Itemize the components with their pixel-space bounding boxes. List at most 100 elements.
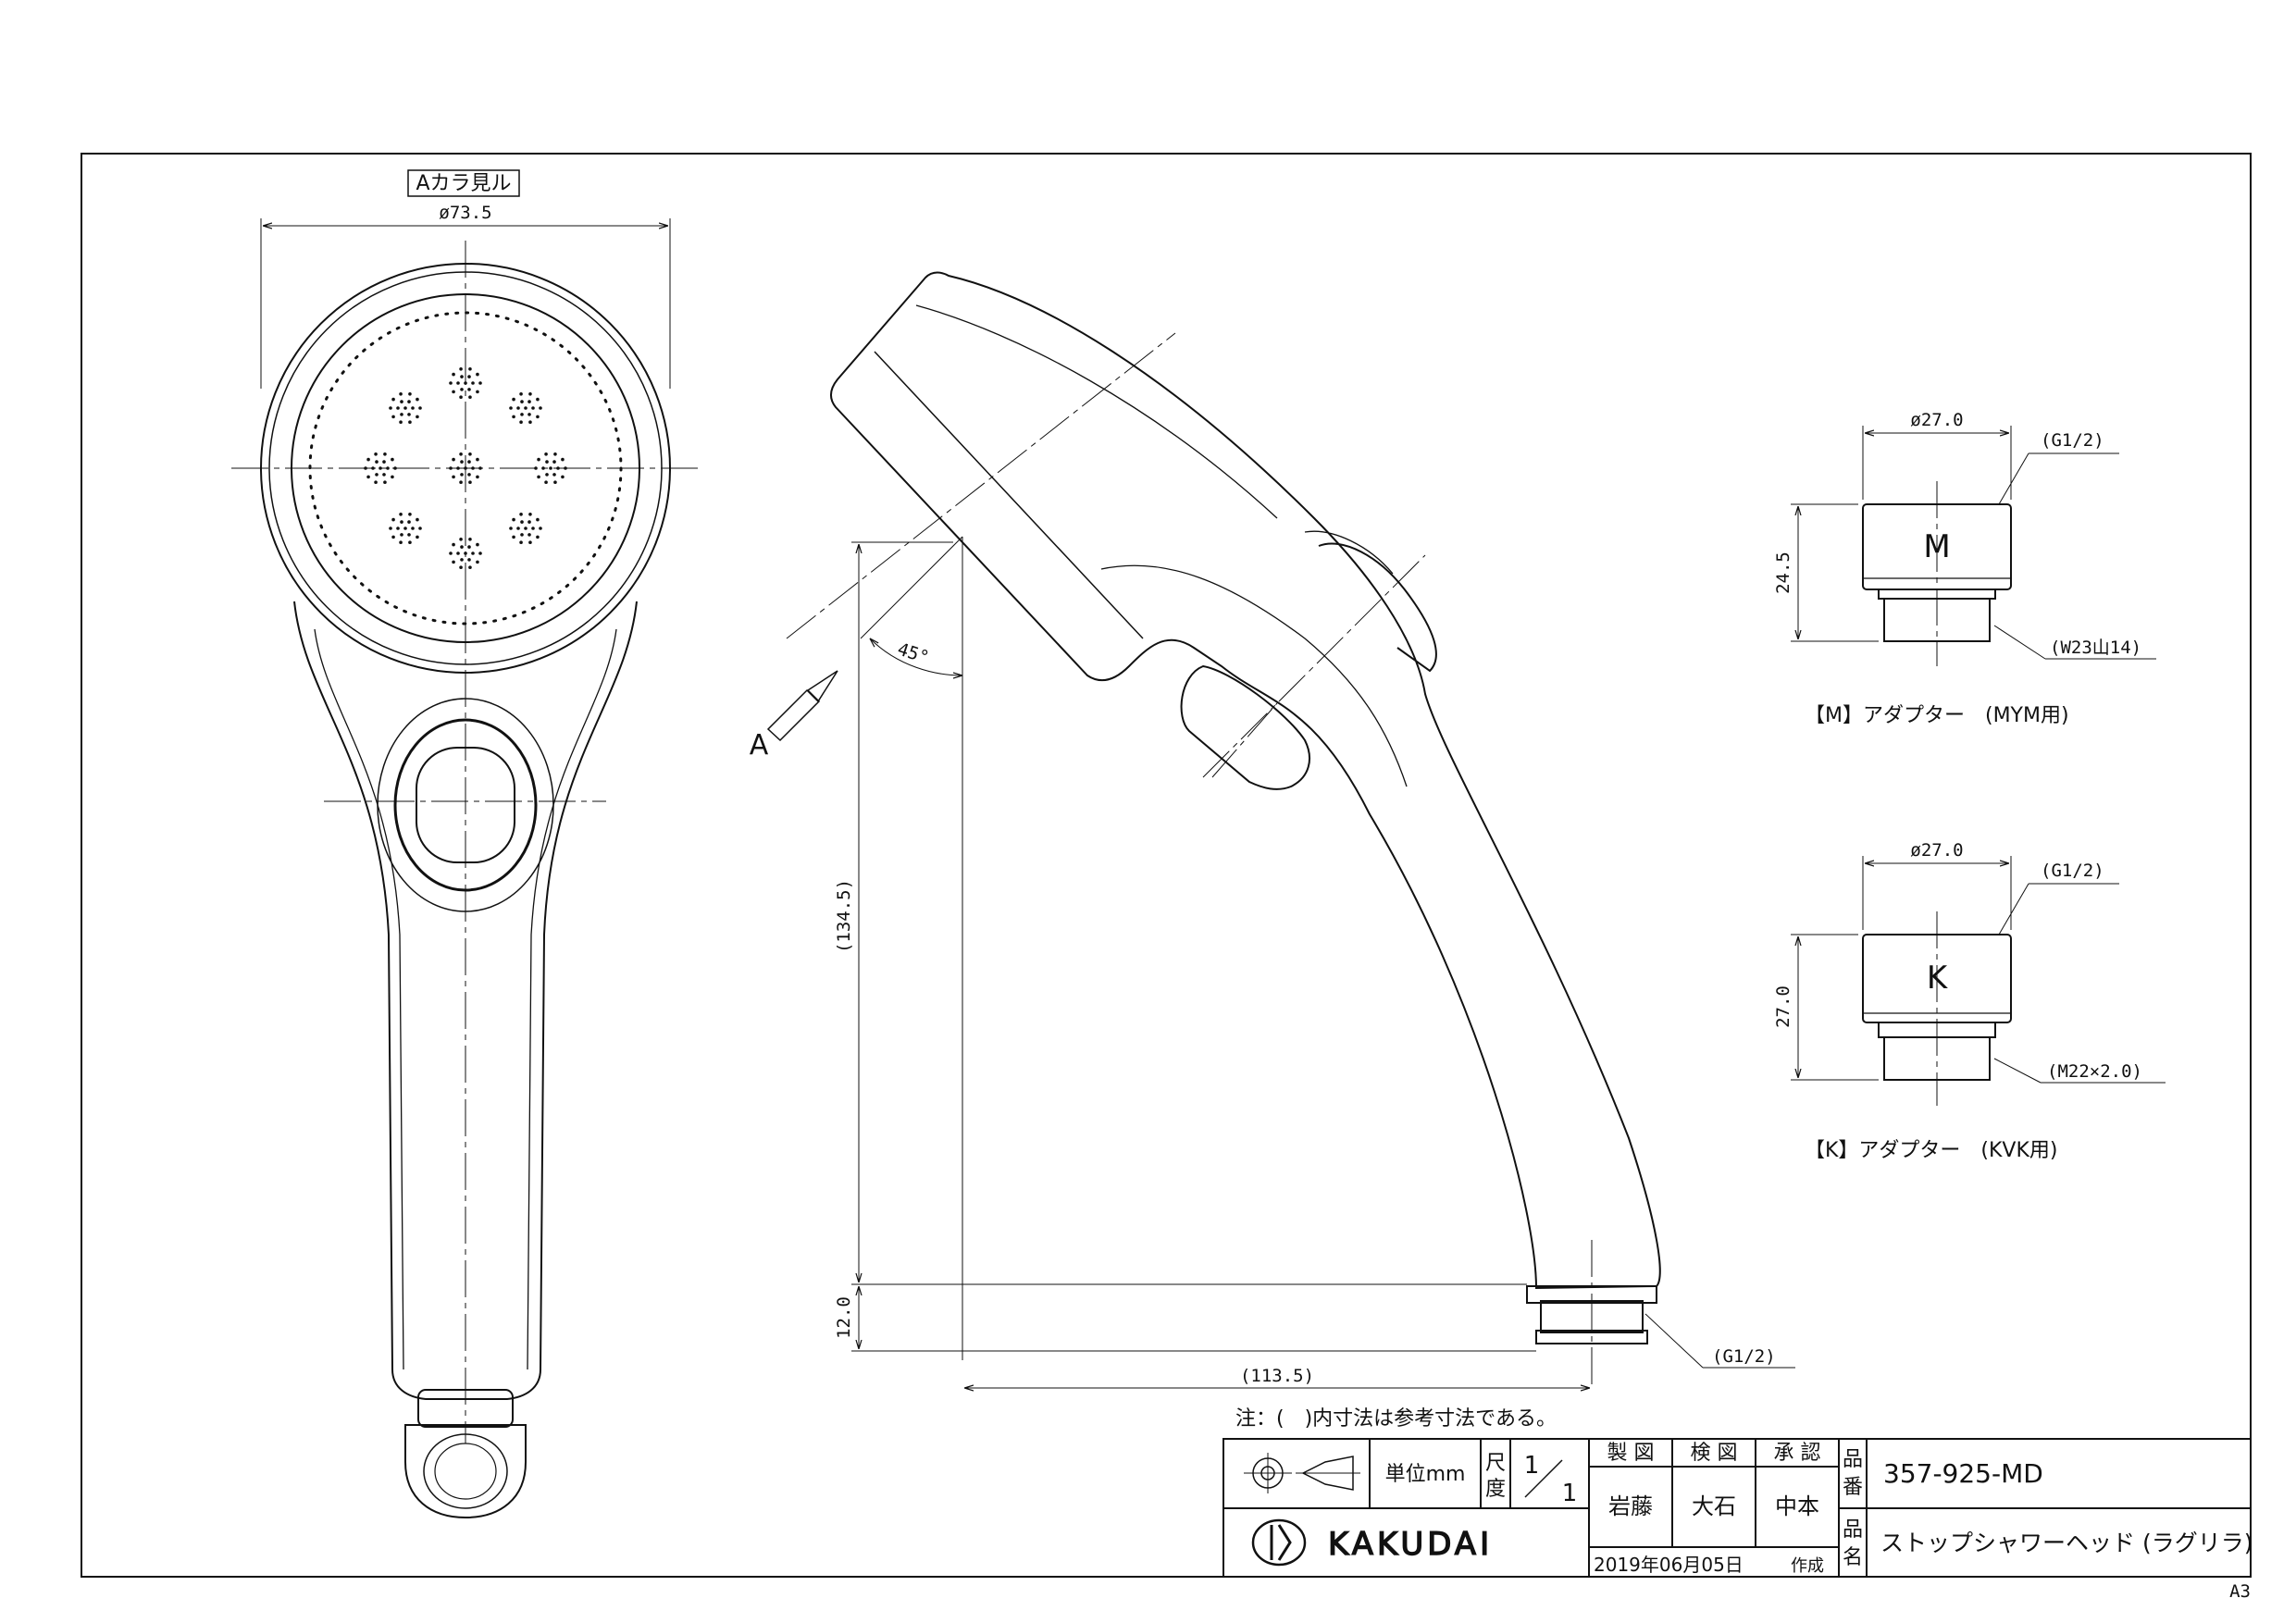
nozzle-dot <box>468 395 472 400</box>
title-block <box>1222 1438 2252 1578</box>
nozzle-dot <box>531 527 535 530</box>
nozzle-dot <box>544 480 548 485</box>
nozzle-dot <box>471 381 475 385</box>
nozzle-dot <box>411 406 415 410</box>
nozzle-dot <box>371 466 375 470</box>
nozzle-dot <box>528 540 532 545</box>
nozzle-dot <box>509 527 513 530</box>
scale-numerator: 1 <box>1524 1452 1540 1480</box>
nozzle-dot <box>411 527 415 530</box>
nozzle-dot <box>512 415 515 419</box>
approved-by: 中本 <box>1775 1493 1819 1519</box>
nozzle-dot <box>403 406 407 410</box>
nozzle-dot <box>403 527 407 530</box>
view-label-box <box>407 169 520 197</box>
nozzle-dot <box>391 457 394 462</box>
nozzle-dot <box>528 512 532 516</box>
part-number: 357-925-MD <box>1883 1458 2043 1489</box>
part-no-label-1: 品 <box>1843 1448 1863 1471</box>
nozzle-dot <box>459 366 463 371</box>
nozzle-dot <box>396 527 400 530</box>
nozzle-dot <box>468 565 472 570</box>
adapter-k-drawing <box>1791 856 2166 1106</box>
nozzle-dot <box>383 452 387 456</box>
nozzle-dot <box>534 466 538 470</box>
created-date: 2019年06月05日 <box>1594 1554 1744 1576</box>
nozzle-dot <box>407 533 411 537</box>
nozzle-dot <box>452 390 455 394</box>
handle-outline <box>293 601 638 1400</box>
nozzle-dot <box>382 473 386 477</box>
nozzle-dot <box>476 560 479 564</box>
nozzle-dot <box>471 551 475 555</box>
nozzle-dot <box>452 542 455 547</box>
sheet-size: A3 <box>2229 1581 2251 1602</box>
nozzle-dot <box>400 400 403 403</box>
checked-by: 大石 <box>1692 1493 1736 1519</box>
side-rear-knob <box>1180 664 1310 790</box>
dim-tilt-angle: 45° <box>895 639 931 669</box>
nozzle-dot <box>468 452 472 456</box>
nozzle-dot <box>536 397 540 402</box>
nozzle-dot <box>527 413 531 416</box>
nozzle-dot <box>549 466 552 470</box>
dim-overall-height: (134.5) <box>834 879 854 953</box>
scale-label-1: 尺 <box>1485 1452 1506 1475</box>
nozzle-dot <box>456 466 460 470</box>
company-name: KAKUDAI <box>1328 1526 1493 1563</box>
nozzle-dot <box>528 391 532 396</box>
nozzle-dot <box>374 480 378 485</box>
nozzle-dot <box>449 381 453 385</box>
nozzle-dot <box>520 413 524 416</box>
text-layer: Aカラ見ル ø73.5 45° A (134.5) 12.0 (113.5) (… <box>416 172 2253 1602</box>
adapter-m-caption: 【M】アダプター (MYM用) <box>1805 704 2069 727</box>
nozzle-dot <box>478 466 482 470</box>
nozzle-dot <box>536 517 540 522</box>
nozzle-dot <box>391 397 395 402</box>
nozzle-dot <box>407 413 411 416</box>
nozzle-dot <box>391 475 394 479</box>
nozzle-dot <box>512 517 515 522</box>
adapter-m-height: 24.5 <box>1773 551 1793 594</box>
nozzle-dot <box>471 466 475 470</box>
view-label: Aカラ見ル <box>416 172 511 195</box>
adapter-k-diameter: ø27.0 <box>1910 840 1963 861</box>
nozzle-dot <box>541 466 545 470</box>
nozzle-dot <box>520 400 524 403</box>
adapter-k-height: 27.0 <box>1773 985 1793 1028</box>
nozzle-dot <box>468 366 472 371</box>
nozzle-dot <box>459 565 463 570</box>
adapter-m-letter: M <box>1923 528 1950 565</box>
nozzle-dot <box>416 415 419 419</box>
nozzle-dot <box>366 475 370 479</box>
nozzle-dot <box>552 460 556 464</box>
view-arrow-a <box>766 670 838 742</box>
nozzle-dot <box>449 551 453 555</box>
nozzle-dot <box>408 420 412 425</box>
nozzle-dot <box>400 413 403 416</box>
nozzle-dot <box>467 375 471 378</box>
nozzle-dot <box>528 420 532 425</box>
side-head-outline <box>830 271 1661 1290</box>
front-view <box>231 169 699 1519</box>
adapter-m-thread-bottom: (W23山14) <box>2050 638 2141 658</box>
name-label-1: 品 <box>1843 1518 1863 1542</box>
created-suffix: 作成 <box>1791 1556 1824 1576</box>
scale-denominator: 1 <box>1562 1480 1578 1507</box>
nozzle-dot <box>520 520 524 524</box>
check-label: 検 図 <box>1691 1442 1738 1465</box>
nozzle-dot <box>407 520 411 524</box>
part-no-label-2: 番 <box>1843 1476 1863 1499</box>
nozzle-dot <box>527 533 531 537</box>
adapter-m-diameter: ø27.0 <box>1910 410 1963 430</box>
nozzle-dot <box>553 452 557 456</box>
nozzle-dot <box>524 527 527 530</box>
dim-head-diameter: ø73.5 <box>439 203 491 223</box>
nozzle-dot <box>375 473 379 477</box>
nozzle-dot <box>375 460 379 464</box>
nozzle-dot <box>460 375 464 378</box>
nozzle-dot <box>478 381 482 385</box>
nozzle-dot <box>364 466 367 470</box>
nozzle-dot <box>418 406 422 410</box>
